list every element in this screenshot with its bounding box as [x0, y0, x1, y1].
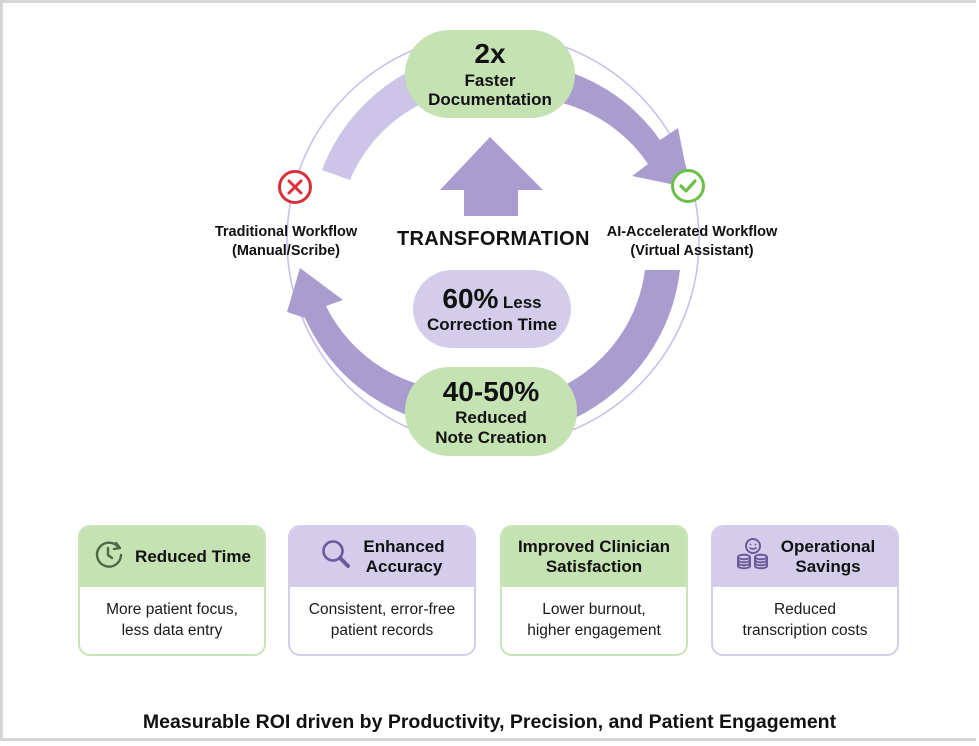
center-metric-inline-label: Less	[502, 293, 542, 313]
center-metric-value: 60%	[442, 283, 499, 315]
card-title-line1: Enhanced	[363, 536, 445, 556]
bottom-metric-label-2: Note Creation	[435, 427, 547, 447]
card-body-line2: patient records	[330, 621, 434, 639]
card-body-line1: Consistent, error-free	[308, 600, 456, 618]
traditional-workflow-line2: (Manual/Scribe)	[232, 242, 340, 259]
traditional-workflow-line1: Traditional Workflow	[214, 224, 358, 240]
card-title-line1: Improved Clinician	[517, 536, 671, 556]
card-clinician-satisfaction: Improved Clinician Satisfaction Lower bu…	[500, 525, 688, 656]
transformation-title: TRANSFORMATION	[397, 228, 590, 250]
ai-workflow-line1: AI-Accelerated Workflow	[606, 224, 778, 240]
card-header: Improved Clinician Satisfaction	[502, 527, 686, 587]
x-circle-icon	[278, 170, 312, 204]
bottom-metric-pill: 40-50% Reduced Note Creation	[405, 367, 577, 456]
transformation-up-arrow	[440, 137, 543, 216]
top-metric-label-1: Faster	[464, 70, 516, 90]
card-body-line2: transcription costs	[742, 621, 868, 639]
card-body-line1: More patient focus,	[106, 600, 238, 618]
footer-tagline: Measurable ROI driven by Productivity, P…	[142, 711, 837, 733]
card-body-line1: Lower burnout,	[542, 600, 646, 618]
card-reduced-time: Reduced Time More patient focus, less dat…	[78, 525, 266, 656]
arc-arrow-upper-right	[548, 68, 690, 188]
card-body: Reduced transcription costs	[713, 587, 897, 654]
top-metric-label-2: Documentation	[428, 90, 552, 110]
card-header: Operational Savings	[713, 527, 897, 587]
top-metric-pill: 2x Faster Documentation	[405, 30, 575, 118]
arc-arrow-lower-left	[287, 268, 425, 418]
card-body: Lower burnout, higher engagement	[502, 587, 686, 654]
top-metric-value: 2x	[474, 38, 506, 70]
magnifier-icon	[319, 537, 353, 576]
card-body: Consistent, error-free patient records	[290, 587, 474, 654]
traditional-workflow-label: Traditional Workflow (Manual/Scribe)	[206, 223, 366, 261]
bottom-metric-label-1: Reduced	[455, 408, 527, 428]
cycle-diagram	[286, 33, 700, 447]
card-body-line1: Reduced	[773, 600, 837, 618]
card-header: Enhanced Accuracy	[290, 527, 474, 587]
bottom-metric-value: 40-50%	[442, 375, 540, 407]
card-title-line2: Savings	[795, 557, 861, 576]
card-body-line2: less data entry	[121, 621, 223, 639]
card-title-line2: Satisfaction	[545, 557, 643, 576]
ai-workflow-label: AI-Accelerated Workflow (Virtual Assista…	[592, 223, 792, 261]
ai-workflow-line2: (Virtual Assistant)	[630, 242, 754, 259]
card-enhanced-accuracy: Enhanced Accuracy Consistent, error-free…	[288, 525, 476, 656]
card-body-line2: higher engagement	[527, 621, 661, 639]
smiley-coins-icon	[735, 536, 771, 577]
clock-refresh-icon	[93, 538, 125, 575]
center-metric-pill: 60% Less Correction Time	[413, 270, 571, 348]
arc-band-lower-right	[565, 270, 680, 418]
card-operational-savings: Operational Savings Reduced transcription…	[711, 525, 899, 656]
card-header: Reduced Time	[80, 527, 264, 587]
center-metric-label-2: Correction Time	[426, 315, 558, 335]
card-body: More patient focus, less data entry	[80, 587, 264, 654]
card-title-line1: Reduced Time	[135, 546, 251, 566]
card-title-line1: Operational	[780, 536, 876, 556]
check-circle-icon	[671, 169, 705, 203]
card-title-line2: Accuracy	[365, 557, 443, 576]
